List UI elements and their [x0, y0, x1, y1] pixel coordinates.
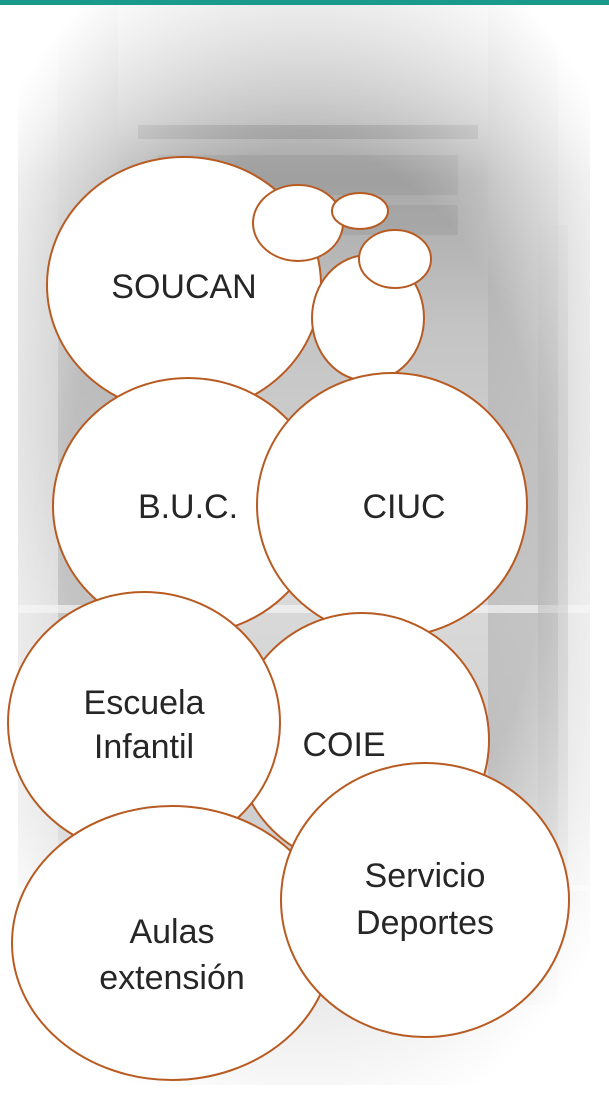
node-ciuc[interactable]: CIUC [256, 372, 528, 638]
node-deportes-label-line1: Servicio [365, 857, 486, 895]
node-aulas-label-line2: extensión [99, 959, 245, 997]
thought-bubble-decoration [252, 184, 432, 382]
node-escuela-label-line2: Infantil [94, 728, 194, 766]
node-ciuc-label: CIUC [362, 488, 445, 526]
node-aulas-label-line1: Aulas [129, 913, 214, 951]
top-accent-bar [0, 0, 609, 5]
node-buc-label: B.U.C. [138, 488, 238, 526]
node-deportes-label-line2: Deportes [356, 904, 494, 942]
node-escuela-label-line1: Escuela [84, 684, 205, 722]
node-soucan-label: SOUCAN [111, 268, 256, 306]
node-aulas-extension[interactable]: Aulas extensión [11, 805, 333, 1081]
node-coie-label: COIE [302, 726, 385, 764]
node-escuela-infantil[interactable]: Escuela Infantil [7, 591, 281, 855]
node-servicio-deportes[interactable]: Servicio Deportes [280, 762, 570, 1038]
